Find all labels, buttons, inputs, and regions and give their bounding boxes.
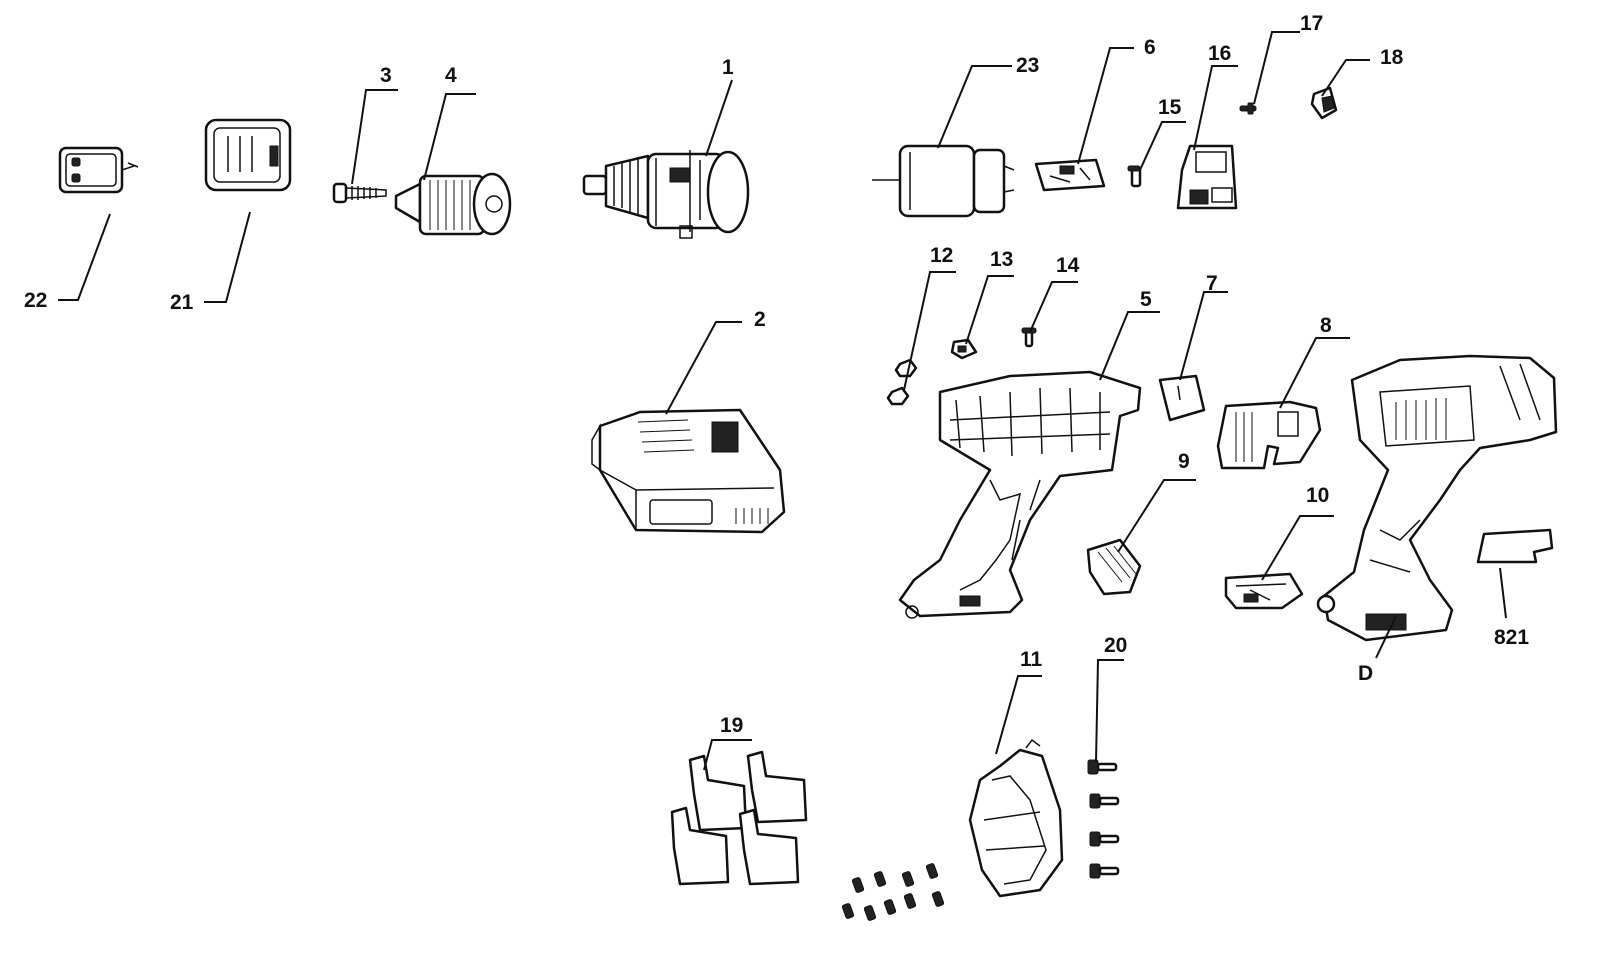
callout-3: 3 <box>380 64 392 87</box>
callout-2: 2 <box>754 308 766 331</box>
callout-23: 23 <box>1016 54 1039 77</box>
leader-line-5 <box>1099 311 1160 381</box>
callout-9: 9 <box>1178 450 1190 473</box>
part-4-keyless-chuck <box>394 172 512 236</box>
callout-17: 17 <box>1300 12 1323 35</box>
part-1-gearbox <box>582 150 750 239</box>
leader-line-13 <box>965 275 1014 345</box>
callout-15: 15 <box>1158 96 1182 119</box>
part-11-end-cap <box>968 738 1064 898</box>
callout-13: 13 <box>990 248 1013 271</box>
callout-8: 8 <box>1320 314 1332 337</box>
part-13-clip <box>950 338 978 360</box>
callout-5: 5 <box>1140 288 1152 311</box>
callout-12: 12 <box>930 244 953 267</box>
leader-line-2 <box>665 321 742 415</box>
leader-line-10 <box>1261 515 1334 581</box>
leader-line-20 <box>1095 659 1124 763</box>
callout-18: 18 <box>1380 46 1404 69</box>
leader-line-8 <box>1279 337 1350 409</box>
leader-line-12 <box>903 271 956 391</box>
leader-line-16 <box>1193 65 1238 151</box>
leader-line-21 <box>204 211 251 303</box>
part-17-small-screw <box>1239 102 1257 115</box>
callout-6: 6 <box>1144 36 1156 59</box>
callout-821: 821 <box>1494 626 1529 649</box>
part-6-switch-plate <box>1034 158 1106 192</box>
callout-14: 14 <box>1056 254 1080 277</box>
callout-7: 7 <box>1206 272 1218 295</box>
leader-line-17 <box>1253 31 1300 105</box>
leader-line-821 <box>1499 567 1507 619</box>
callout-22: 22 <box>24 289 47 312</box>
part-5-housing-left <box>898 370 1142 619</box>
part-2-battery-pack <box>591 408 786 534</box>
callout-16: 16 <box>1208 42 1231 65</box>
callout-10: 10 <box>1306 484 1329 507</box>
leader-line-19 <box>703 739 752 771</box>
part-23-motor <box>872 144 1015 218</box>
part-16-direction-switch <box>1176 144 1238 210</box>
callout-19: 19 <box>720 714 743 737</box>
part-9-contact-block <box>1086 538 1142 596</box>
leader-line-9 <box>1117 479 1196 553</box>
leader-line-23 <box>937 65 1012 149</box>
part-12-nuts <box>886 358 918 406</box>
leader-line-18 <box>1321 59 1370 97</box>
leader-line-4 <box>423 93 476 181</box>
part-19-brush-plates <box>670 750 808 886</box>
part-10-battery-latch <box>1224 572 1304 610</box>
leader-line-7 <box>1179 291 1228 381</box>
leader-line-14 <box>1029 281 1078 333</box>
leader-line-22 <box>58 213 111 301</box>
leader-line-1 <box>705 79 733 157</box>
loose-screws <box>841 863 945 921</box>
leader-line-d <box>1375 615 1397 659</box>
leader-line-15 <box>1139 121 1186 171</box>
part-3-chuck-screw <box>332 182 387 204</box>
part-14-screw <box>1021 327 1037 348</box>
part-15-screw <box>1127 165 1142 188</box>
part-8-trigger-switch <box>1216 400 1322 470</box>
leader-line-3 <box>351 89 398 185</box>
callout-4: 4 <box>445 64 457 87</box>
part-20-housing-screws <box>1087 759 1120 879</box>
leader-line-11 <box>995 675 1042 755</box>
part-22-charger-plug <box>58 146 139 194</box>
part-d-assembled-drill <box>1316 354 1558 642</box>
callout-d: D <box>1358 662 1373 685</box>
callout-21: 21 <box>170 291 194 314</box>
part-21-battery-charger <box>204 118 292 192</box>
part-7-switch-cap <box>1158 374 1206 422</box>
callout-11: 11 <box>1020 648 1043 671</box>
callout-20: 20 <box>1104 634 1127 657</box>
part-821-label <box>1476 528 1554 564</box>
callout-1: 1 <box>722 56 734 79</box>
leader-line-6 <box>1077 47 1134 165</box>
